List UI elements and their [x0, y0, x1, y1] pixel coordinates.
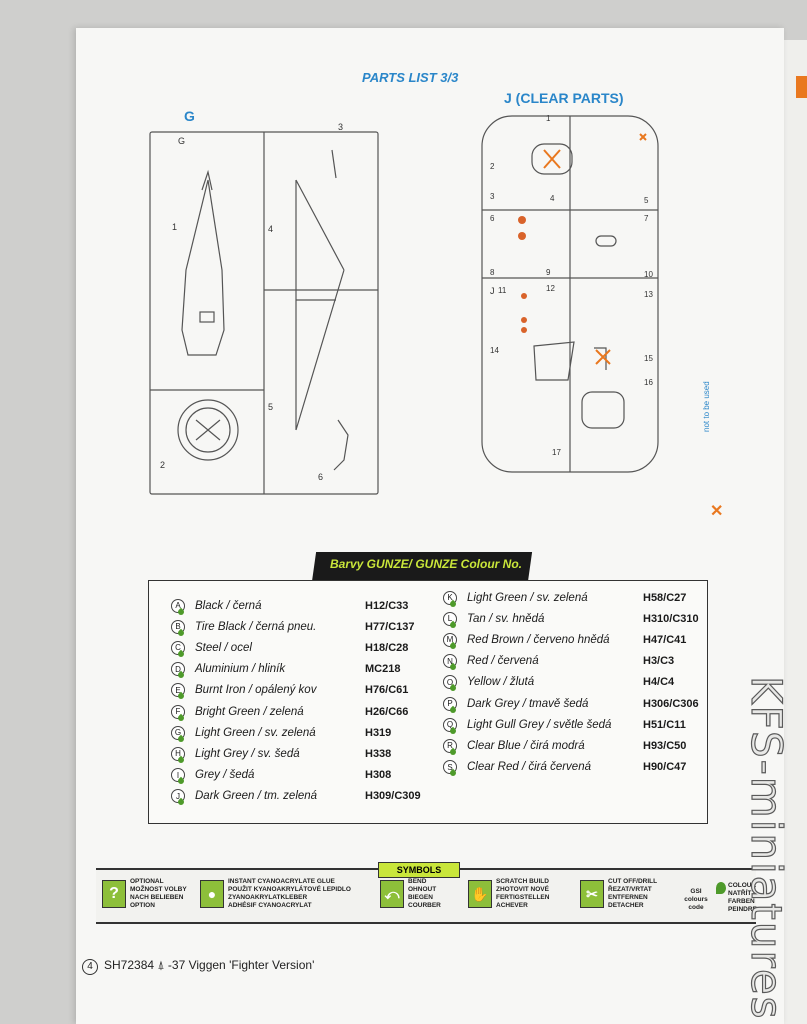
- watermark: KFS-miniatures: [741, 675, 791, 1021]
- sprue-j-number: 7: [644, 214, 649, 223]
- sprue-j-number: 2: [490, 162, 495, 171]
- symbol-colour: COLOUR NATŘÍT FARBEN PEINDRE: [716, 878, 757, 916]
- sprue-j-drawing: [481, 115, 659, 473]
- paint-drop-icon: E: [171, 683, 185, 698]
- sprue-j-number: 14: [490, 346, 499, 355]
- sprue-j-number: 9: [546, 268, 551, 277]
- sprue-j-number: 8: [490, 268, 495, 277]
- paint-drop-icon: O: [443, 675, 457, 690]
- sprue-j-number: 12: [546, 284, 555, 293]
- sprue-j-number: 15: [644, 354, 653, 363]
- sprue-j-number: 6: [490, 214, 495, 223]
- paint-drop-icon: F: [171, 704, 185, 719]
- paint-drop-icon: C: [171, 640, 185, 655]
- sprue-j-number: 5: [644, 196, 649, 205]
- instruction-page: PARTS LIST 3/3 G J (CLEAR PARTS) G 1 2 3…: [76, 28, 784, 1024]
- sprue-j-number: 3: [490, 192, 495, 201]
- paint-drop-icon: H: [171, 746, 185, 761]
- sprue-j-number: 11: [498, 286, 507, 295]
- paint-drop-icon: P: [443, 696, 457, 711]
- bend-icon: ⤺: [380, 880, 404, 908]
- symbol-bend: ⤺ BEND OHNOUT BIEGEN COURBER: [380, 878, 460, 916]
- colour-code-icon: GSI colours code: [684, 888, 708, 911]
- sprue-j-number: 13: [644, 290, 653, 299]
- sprue-j-label: J (CLEAR PARTS): [504, 90, 624, 106]
- paint-drop-icon: B: [171, 619, 185, 634]
- paint-drop-icon: D: [171, 662, 185, 677]
- paint-drop-icon: N: [443, 654, 457, 669]
- sprue-j-letter: J: [490, 286, 495, 296]
- sprue-g-number: 3: [338, 122, 344, 132]
- symbol-cut-off: ✂ CUT OFF/DRILL ŘEZAT/VRTAT ENTFERNEN DE…: [580, 878, 680, 916]
- paint-drop-icon: M: [443, 632, 457, 647]
- paint-drop-icon: [716, 882, 726, 894]
- sprue-j-number: 17: [552, 448, 561, 457]
- colour-banner-title: Barvy GUNZE/ GUNZE Colour No.: [329, 557, 523, 571]
- symbol-scratch-build: ✋ SCRATCH BUILD ZHOTOVIT NOVÉ FERTIGSTEL…: [468, 878, 568, 916]
- sprue-j-number: 10: [644, 270, 653, 279]
- paint-drop-icon: J: [171, 789, 185, 804]
- paint-drop-icon: S: [443, 760, 457, 775]
- paint-drop-icon: L: [443, 611, 457, 626]
- sprue-g-number: 2: [160, 460, 166, 470]
- paint-drop-icon: R: [443, 738, 457, 753]
- paint-drop-icon: G: [171, 725, 185, 740]
- question-mark-icon: ?: [102, 880, 126, 908]
- sprue-j-number: 4: [550, 194, 555, 203]
- paint-drop-icon: I: [171, 768, 185, 783]
- sprue-g-number: 1: [172, 222, 178, 232]
- not-used-legend: not to be used: [702, 381, 711, 432]
- glue-drop-icon: ●: [200, 880, 224, 908]
- orange-page-tab: [796, 76, 807, 98]
- symbol-optional: ? OPTIONAL MOŽNOST VOLBY NACH BELIEBEN O…: [102, 878, 188, 916]
- page-number: 4: [82, 959, 98, 975]
- symbols-title: SYMBOLS: [378, 862, 460, 878]
- page-footer: 4 SH72384 ⍋ -37 Viggen 'Fighter Version': [82, 958, 314, 975]
- sprue-g-number: 6: [318, 472, 324, 482]
- symbol-glue: ● INSTANT CYANOACRYLATE GLUE POUŽIT KYAN…: [200, 878, 370, 916]
- sprue-j-number: 16: [644, 378, 653, 387]
- sprue-j-number: 1: [546, 114, 551, 123]
- paint-drop-icon: K: [443, 590, 457, 605]
- sprue-g-letter: G: [178, 136, 186, 146]
- symbol-colour-code: GSI colours code: [676, 878, 716, 916]
- x-mark-icon: ✕: [710, 503, 724, 520]
- sprue-g-drawing: [149, 131, 379, 495]
- scratch-build-icon: ✋: [468, 880, 492, 908]
- paint-drop-icon: Q: [443, 717, 457, 732]
- cut-off-icon: ✂: [580, 880, 604, 908]
- footer-text: SH72384 ⍋ -37 Viggen 'Fighter Version': [104, 958, 315, 972]
- sprue-g-label: G: [184, 108, 195, 124]
- sprue-g-number: 4: [268, 224, 274, 234]
- sprue-g-number: 5: [268, 402, 274, 412]
- page-title: PARTS LIST 3/3: [362, 70, 459, 85]
- paint-drop-icon: A: [171, 598, 185, 613]
- symbols-legend: ? OPTIONAL MOŽNOST VOLBY NACH BELIEBEN O…: [96, 868, 757, 924]
